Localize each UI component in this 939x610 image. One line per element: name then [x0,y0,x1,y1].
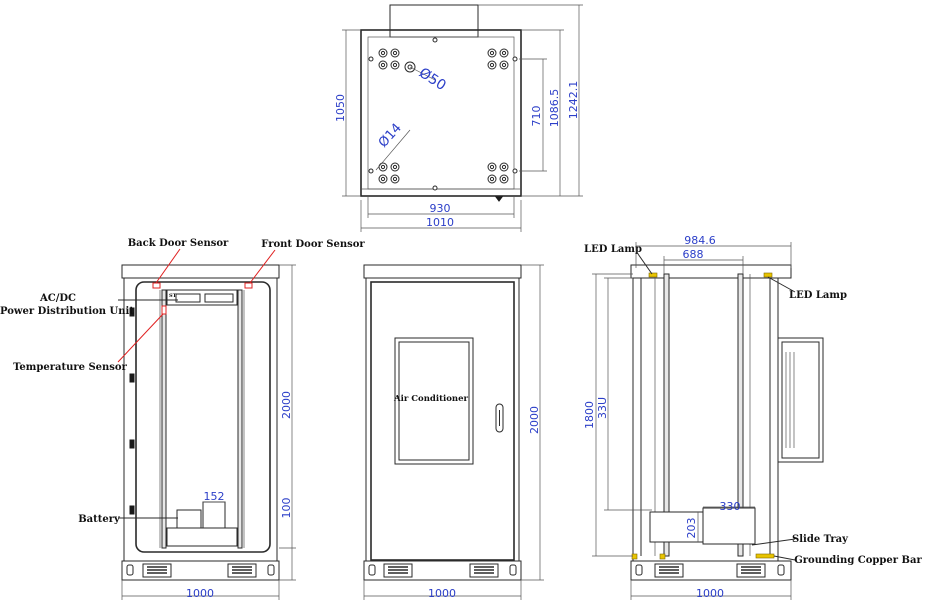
front-rail-right [237,289,243,549]
label-battery: Battery [78,514,121,525]
dim-door-2000: 2000 [528,406,541,434]
back-door-leader [155,248,181,284]
led-right-leader [767,276,796,293]
led-lamp-left [648,272,658,278]
top-hole [368,56,374,62]
base-hook [635,564,643,576]
base-vent-right [227,563,257,578]
gland-group-bl [378,162,400,184]
back-door-sensor [152,282,161,289]
grounding-bar [755,553,775,559]
dim-side-33u: 33U [596,397,609,419]
grounding-leader [773,555,796,561]
label-back-door-sensor: Back Door Sensor [128,238,229,249]
led-lamp-right [763,272,773,278]
battery-shelf [166,527,238,547]
label-front-door-sensor: Front Door Sensor [261,239,365,250]
top-view: 930 1010 1050 710 1086.5 1242.1 Ø50 Ø14 [334,4,583,232]
dim-side-1000: 1000 [696,587,724,600]
dim-710: 710 [530,106,543,127]
dim-side-984-6: 984.6 [684,234,716,247]
ac-unit-face [781,341,820,459]
door-panel [370,281,515,561]
pdu-mark: ST [169,293,177,299]
gland-group-br [487,162,509,184]
temp-sensor-leader [117,313,164,363]
dim-1050: 1050 [334,94,347,122]
base-hook [126,564,134,576]
dim-side-688: 688 [683,248,704,261]
dim-1010: 1010 [426,216,454,229]
d14-leader [375,129,411,171]
side-view: LED Lamp LED Lamp Slide Tray Grounding C… [583,234,922,600]
foot-marker [659,553,666,560]
battery-block-2 [202,501,226,529]
base-vent-left [142,563,172,578]
dim-side-330: 330 [720,500,741,513]
pdu-slot [204,293,234,303]
dim-1086-5: 1086.5 [548,89,561,128]
top-hole [368,168,374,174]
side-rail-right [737,273,744,557]
dim-door-1000: 1000 [428,587,456,600]
top-hole [432,37,438,43]
side-rail-left [663,273,670,557]
dim-930: 930 [430,202,451,215]
d50-leader [409,66,436,81]
dim-dia-50: Ø50 [416,65,449,94]
top-hole [512,56,518,62]
dim-1242-1: 1242.1 [567,81,580,120]
label-air-conditioner: Air Conditioner [393,394,468,404]
dim-front-2000: 2000 [280,391,293,419]
front-frame [135,281,271,553]
battery-block-side [702,507,756,545]
side-base-vent-right [736,563,766,578]
side-base-vent-left [654,563,684,578]
door-top-cap [363,264,522,279]
dim-front-152: 152 [204,490,225,503]
label-led-lamp-left: LED Lamp [584,244,642,255]
door-base-vent-right [469,563,499,578]
door-base-vent-left [383,563,413,578]
led-left-leader [637,253,653,275]
top-body-outer [360,29,522,197]
front-rail-left [161,289,167,549]
temperature-sensor [161,305,167,315]
hinge [129,307,135,317]
top-vent-box [389,4,479,38]
dim-side-203: 203 [685,518,698,539]
dim-dia-14: Ø14 [376,121,405,151]
base-hook [777,564,785,576]
pdu-slot [175,293,201,303]
hinge [129,505,135,515]
base-hook [368,564,376,576]
front-door-sensor [244,282,253,289]
battery-block [176,509,202,529]
dim-side-1800: 1800 [583,401,596,429]
dim-front-1000: 1000 [186,587,214,600]
top-hole [512,168,518,174]
top-hole [432,185,438,191]
base-hook [267,564,275,576]
label-grounding-bar: Grounding Copper Bar [794,555,922,566]
label-led-lamp-right: LED Lamp [789,290,847,301]
door-view: Air Conditioner 2000 1000 [363,264,544,600]
hinge [129,373,135,383]
base-hook [509,564,517,576]
hinge [129,439,135,449]
dim-front-100: 100 [280,498,293,519]
label-slide-tray: Slide Tray [792,534,849,545]
ac-window-inner [398,341,470,461]
front-view: ST Back Door Sensor Front Door Sen [0,238,365,600]
label-acdc: AC/DC [39,293,76,304]
label-temperature-sensor: Temperature Sensor [13,362,127,373]
foot-marker [631,553,638,560]
gland-group-tr [487,48,509,70]
gland-group-tl [378,48,416,73]
top-front-marker [495,196,503,202]
slide-tray-leader [751,538,796,546]
front-door-leader [249,249,276,284]
label-pdu: Power Distribution Unit [0,306,134,317]
